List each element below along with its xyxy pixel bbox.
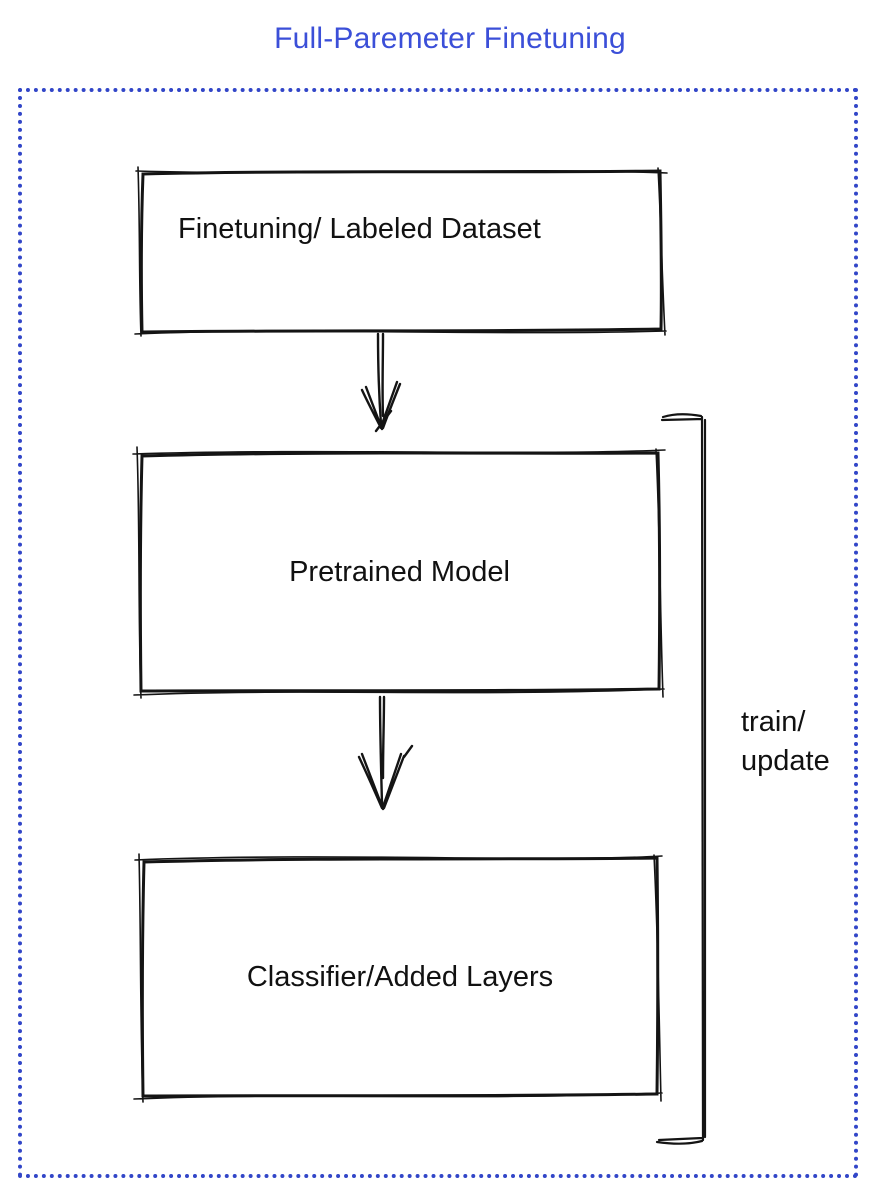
- pretrained-model-label: Pretrained Model: [289, 556, 510, 588]
- arrow-down-icon-2: [357, 695, 414, 811]
- train-label-line: train/: [741, 706, 806, 738]
- update-label-line: update: [741, 745, 830, 777]
- classifier-added-layers-box-sketch: [133, 853, 663, 1103]
- pretrained-model-box-sketch: [132, 446, 666, 699]
- train-update-label: train/ update: [741, 703, 830, 781]
- classifier-added-layers-label: Classifier/Added Layers: [246, 961, 554, 993]
- finetuning-dataset-label: Finetuning/ Labeled Dataset: [178, 213, 541, 245]
- finetuning-dataset-box: [139, 169, 663, 334]
- finetuning-dataset-box-sketch: [134, 166, 668, 337]
- diagram-title: Full-Paremeter Finetuning: [274, 22, 626, 55]
- dotted-frame: [18, 88, 858, 1178]
- train-update-bracket: [655, 413, 707, 1145]
- arrow-down-icon-1: [360, 332, 402, 433]
